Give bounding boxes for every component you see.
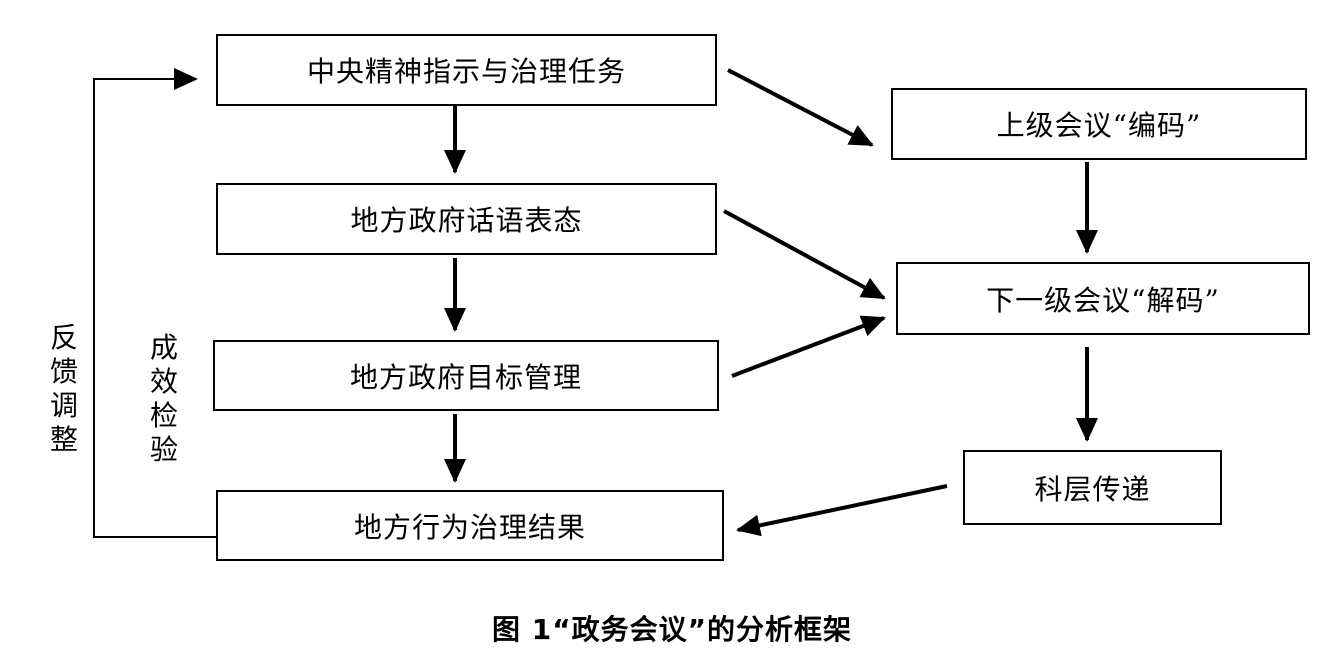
arrow-goal-to-decoding <box>731 315 886 378</box>
node-local-goal-management: 地方政府目标管理 <box>213 340 719 411</box>
node-lower-decoding: 下一级会议“解码” <box>896 262 1310 335</box>
node-upper-encoding: 上级会议“编码” <box>891 88 1307 160</box>
node-local-outcome: 地方行为治理结果 <box>216 490 724 561</box>
node-bureaucratic-transfer: 科层传递 <box>963 450 1222 525</box>
figure-caption: 图 1“政务会议”的分析框架 <box>491 613 853 646</box>
label-effect-check: 成效检验 <box>149 331 178 466</box>
label-feedback-adjustment: 反馈调整 <box>49 321 78 456</box>
node-local-discourse: 地方政府话语表态 <box>216 183 717 255</box>
arrow-transfer-to-outcome <box>736 484 948 537</box>
node-central-directive: 中央精神指示与治理任务 <box>216 34 717 106</box>
arrow-discourse-to-decoding <box>723 209 886 300</box>
arrow-directive-to-encoding <box>727 68 874 147</box>
arrow-feedback-loop <box>93 68 216 538</box>
